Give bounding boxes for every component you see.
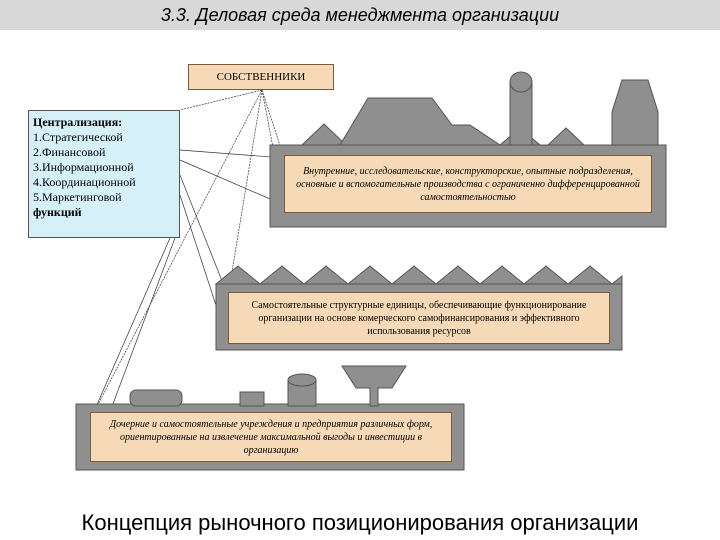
connector-line (92, 238, 170, 416)
level-3-text: Дочерние и самостоятельные учреждения и … (95, 418, 447, 457)
centralization-item: 2.Финансовой (33, 145, 175, 160)
owners-box: СОБСТВЕННИКИ (188, 64, 334, 90)
centralization-item: 4.Координационной (33, 175, 175, 190)
centralization-item: 3.Информационной (33, 160, 175, 175)
footer-caption: Концепция рыночного позиционирования орг… (82, 510, 639, 536)
level-3-box: Дочерние и самостоятельные учреждения и … (90, 412, 452, 462)
owners-label: СОБСТВЕННИКИ (217, 71, 306, 83)
connector-line (180, 150, 284, 158)
connector-line (180, 175, 228, 296)
centralization-box: Централизация: 1.Стратегической 2.Финанс… (28, 110, 180, 238)
centralization-tail: функций (33, 205, 175, 220)
level-1-box: Внутренние, исследовательские, конструкт… (284, 155, 652, 213)
footer: Концепция рыночного позиционирования орг… (0, 505, 720, 540)
level-1-text: Внутренние, исследовательские, конструкт… (289, 165, 647, 204)
centralization-item: 1.Стратегической (33, 130, 175, 145)
centralization-heading: Централизация: (33, 115, 175, 130)
level-2-text: Самостоятельные структурные единицы, обе… (233, 299, 605, 338)
level-2-box: Самостоятельные структурные единицы, обе… (228, 292, 610, 344)
connector-line (180, 160, 284, 205)
centralization-item: 5.Маркетинговой (33, 190, 175, 205)
